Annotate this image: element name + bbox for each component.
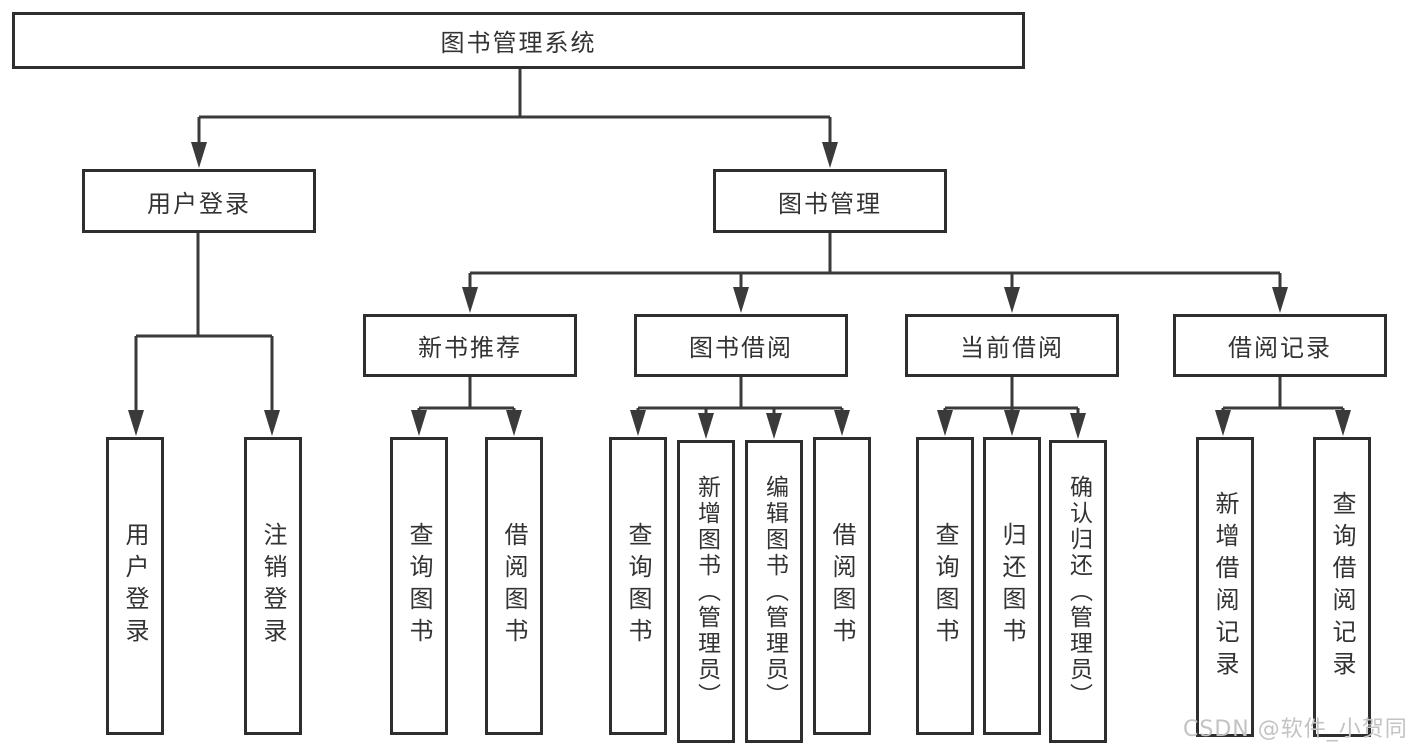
node-label: 新增图书（管理员） <box>693 474 720 709</box>
node-label: 查询图书 <box>624 522 652 650</box>
node-label: 归还图书 <box>998 522 1026 650</box>
node-label: 用户登录 <box>121 522 149 650</box>
node-user-login: 用户登录 <box>82 169 316 233</box>
node-label: 编辑图书（管理员） <box>761 474 788 709</box>
node-label: 当前借阅 <box>960 334 1064 362</box>
node-label: 用户登录 <box>147 189 251 218</box>
leaf-newbook-query-books: 查询图书 <box>390 437 448 735</box>
node-label: 图书管理 <box>778 189 882 218</box>
node-book-borrow: 图书借阅 <box>634 314 848 377</box>
node-book-management: 图书管理 <box>713 169 947 233</box>
leaf-logout: 注销登录 <box>244 437 302 735</box>
leaf-current-confirm-return-admin: 确认归还（管理员） <box>1049 440 1107 743</box>
node-borrow-record: 借阅记录 <box>1173 314 1387 377</box>
node-label: 图书管理系统 <box>440 29 597 57</box>
leaf-newbook-borrow-books: 借阅图书 <box>485 437 543 735</box>
node-label: 查询图书 <box>931 522 959 650</box>
node-current-borrow: 当前借阅 <box>905 314 1119 377</box>
node-label: 新增借阅记录 <box>1211 491 1239 683</box>
node-label: 查询图书 <box>405 522 433 650</box>
leaf-borrow-borrow-books: 借阅图书 <box>813 437 871 735</box>
leaf-borrow-query-books: 查询图书 <box>609 437 667 735</box>
node-label: 查询借阅记录 <box>1328 491 1356 683</box>
leaf-record-add-borrow-record: 新增借阅记录 <box>1196 437 1254 737</box>
node-label: 借阅图书 <box>828 522 856 650</box>
leaf-record-query-borrow-record: 查询借阅记录 <box>1313 437 1371 737</box>
node-label: 注销登录 <box>259 522 287 650</box>
node-label: 借阅图书 <box>500 522 528 650</box>
leaf-current-query-books: 查询图书 <box>916 437 974 735</box>
node-root-library-system: 图书管理系统 <box>12 12 1025 69</box>
leaf-user-login: 用户登录 <box>106 437 164 735</box>
node-label: 确认归还（管理员） <box>1065 474 1092 709</box>
leaf-current-return-books: 归还图书 <box>983 437 1041 735</box>
node-label: 新书推荐 <box>418 334 522 362</box>
csdn-watermark: CSDN @软件_小贺同学 <box>1183 717 1405 742</box>
arrowheads <box>128 142 1351 439</box>
leaf-borrow-add-books-admin: 新增图书（管理员） <box>677 440 735 743</box>
leaf-borrow-edit-books-admin: 编辑图书（管理员） <box>745 440 803 743</box>
node-label: 借阅记录 <box>1228 334 1332 362</box>
node-new-book-recommend: 新书推荐 <box>363 314 577 377</box>
node-label: 图书借阅 <box>689 334 793 362</box>
